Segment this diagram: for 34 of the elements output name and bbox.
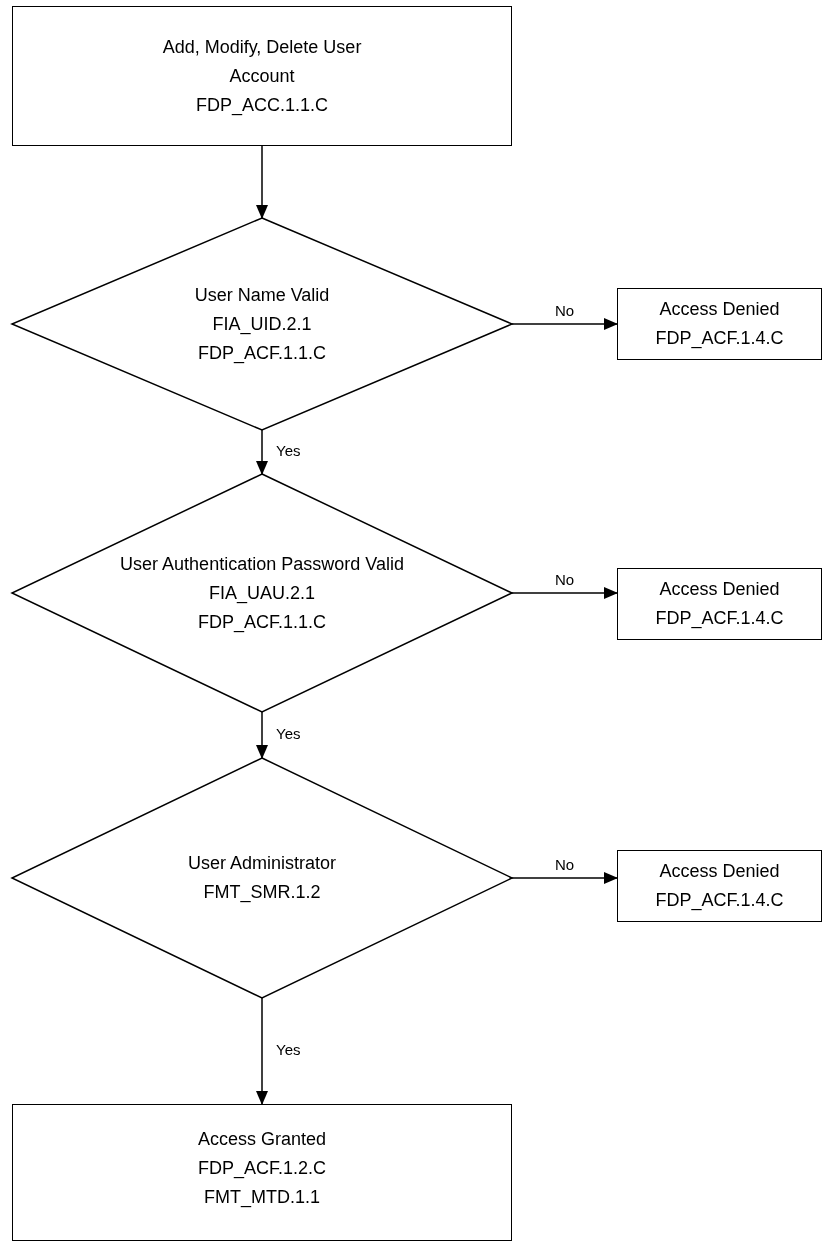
decision-diamond (12, 474, 512, 712)
node-text: FDP_ACC.1.1.C (195, 93, 328, 118)
decision-diamond (12, 218, 512, 430)
node-text: FDP_ACF.1.4.C (655, 607, 784, 631)
decision-diamond (12, 758, 512, 998)
node-text: Access Granted (197, 1128, 327, 1151)
node-text: FMT_MTD.1.1 (204, 1186, 320, 1210)
arrow (256, 711, 268, 759)
node-text: FMT_SMR.1.2 (203, 881, 321, 905)
arrow (256, 997, 268, 1105)
process-box (12, 1104, 512, 1241)
arrow (256, 145, 268, 219)
arrow (511, 318, 618, 330)
node-text: FDP_ACF.1.4.C (655, 889, 784, 913)
arrow (256, 429, 268, 475)
node-text: FDP_ACF.1.2.C (197, 1157, 326, 1181)
node-text: User Name Valid (194, 283, 330, 307)
process-box (617, 288, 822, 360)
arrow (511, 587, 618, 599)
node-text: Access Denied (659, 578, 780, 601)
process-box (617, 850, 822, 922)
process-box (12, 6, 512, 146)
node-text: FDP_ACF.1.4.C (655, 327, 784, 351)
node-text: Access Denied (659, 298, 780, 321)
node-text: User Administrator (187, 852, 336, 875)
arrow (511, 872, 618, 884)
node-text: User Authentication Password Valid (120, 552, 404, 576)
node-text: FIA_UID.2.1 (212, 312, 312, 337)
process-box (617, 568, 822, 640)
node-text: FDP_ACF.1.1.C (197, 610, 326, 635)
node-text: FIA_UAU.2.1 (208, 581, 315, 606)
node-text: Access Denied (659, 860, 780, 883)
node-text: FDP_ACF.1.1.C (197, 341, 326, 366)
node-text: Add, Modify, Delete User Account (162, 35, 362, 88)
